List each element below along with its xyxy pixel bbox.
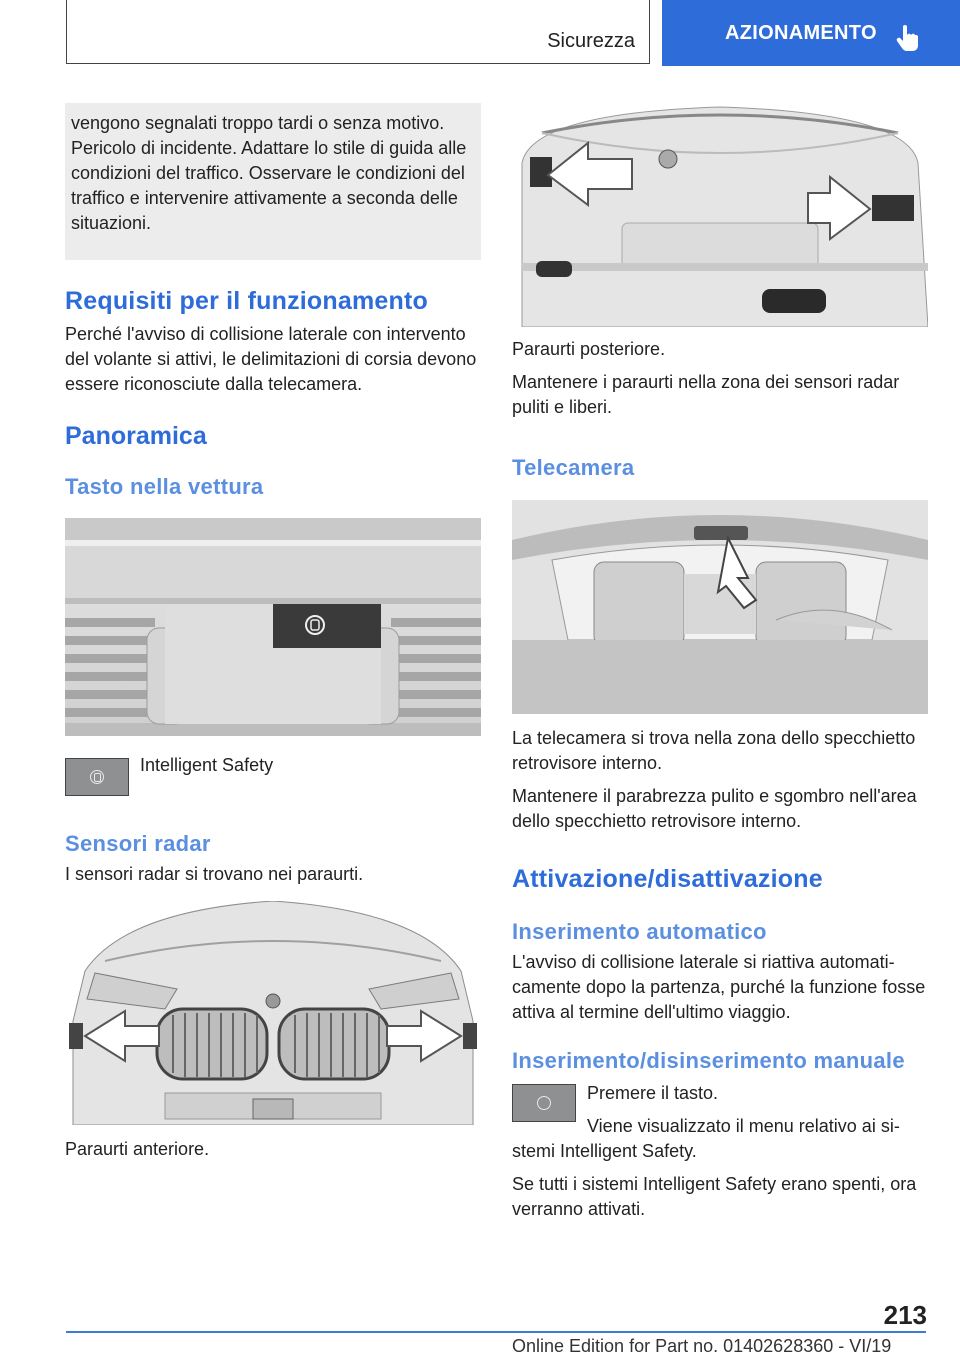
right-column: Paraurti posteriore. Mantenere i paraurt… <box>512 103 928 1222</box>
camera-interior-photo <box>512 500 928 714</box>
footer-edition: Online Edition for Part no. 01402628360 … <box>512 1336 892 1356</box>
manual-activation-block: Premere il tasto. Viene visualizzato il … <box>512 1081 928 1164</box>
warning-box: vengono segnalati troppo tardi o senza m… <box>65 103 481 260</box>
front-bumper-caption: Paraurti anteriore. <box>65 1139 210 1159</box>
radar-heading: Sensori radar <box>65 831 211 856</box>
intelligent-safety-button-icon <box>65 758 129 796</box>
auto-activation-heading: Inserimento automatico <box>512 919 767 944</box>
header-chapter-tab: AZIONAMENTO <box>662 0 960 66</box>
manual-text-3: Se tutti i sistemi Intelligent Safety er… <box>512 1174 917 1219</box>
dashboard-button-photo <box>65 518 481 736</box>
rear-bumper-text: Mantenere i paraurti nella zona dei sens… <box>512 372 900 417</box>
page-number: 213 <box>883 1300 927 1330</box>
left-column: vengono segnalati troppo tardi o senza m… <box>65 103 481 1162</box>
intelligent-safety-label: Intelligent Safety <box>140 755 274 775</box>
requirements-text: Perché l'avviso di collisione laterale c… <box>65 324 477 394</box>
header-chapter-label: AZIONAMENTO <box>725 21 877 44</box>
manual-text-2: Viene visualizzato il menu relativo ai s… <box>512 1116 900 1161</box>
header-section-label: Sicurezza <box>547 30 635 52</box>
auto-activation-text: L'avviso di collisione laterale si riatt… <box>512 952 926 1022</box>
warning-text: vengono segnalati troppo tardi o senza m… <box>71 113 467 233</box>
requirements-heading: Requisiti per il funzionamento <box>65 287 428 315</box>
radar-text: I sensori radar si trovano nei paraurti. <box>65 864 364 884</box>
activation-heading: Attivazione/disattivazione <box>512 865 823 893</box>
intelligent-safety-button-icon-2 <box>512 1084 576 1122</box>
rear-bumper-photo <box>512 103 928 327</box>
intelligent-safety-legend: Intelligent Safety <box>65 755 481 796</box>
camera-heading: Telecamera <box>512 455 635 480</box>
footer-divider <box>66 1331 926 1333</box>
button-heading: Tasto nella vettura <box>65 474 264 499</box>
header-section-tab: Sicurezza <box>66 0 650 64</box>
camera-text-1: La telecamera si trova nella zona dello … <box>512 728 916 773</box>
rear-bumper-caption: Paraurti posteriore. <box>512 339 666 359</box>
manual-activation-heading: Inserimento/disinserimento manuale <box>512 1048 905 1073</box>
overview-heading: Panoramica <box>65 422 207 450</box>
camera-text-2: Mantenere il parabrezza pulito e sgombro… <box>512 786 917 831</box>
pointing-hand-icon <box>896 25 918 51</box>
front-bumper-photo <box>65 901 481 1125</box>
manual-text-1: Premere il tasto. <box>587 1083 719 1103</box>
